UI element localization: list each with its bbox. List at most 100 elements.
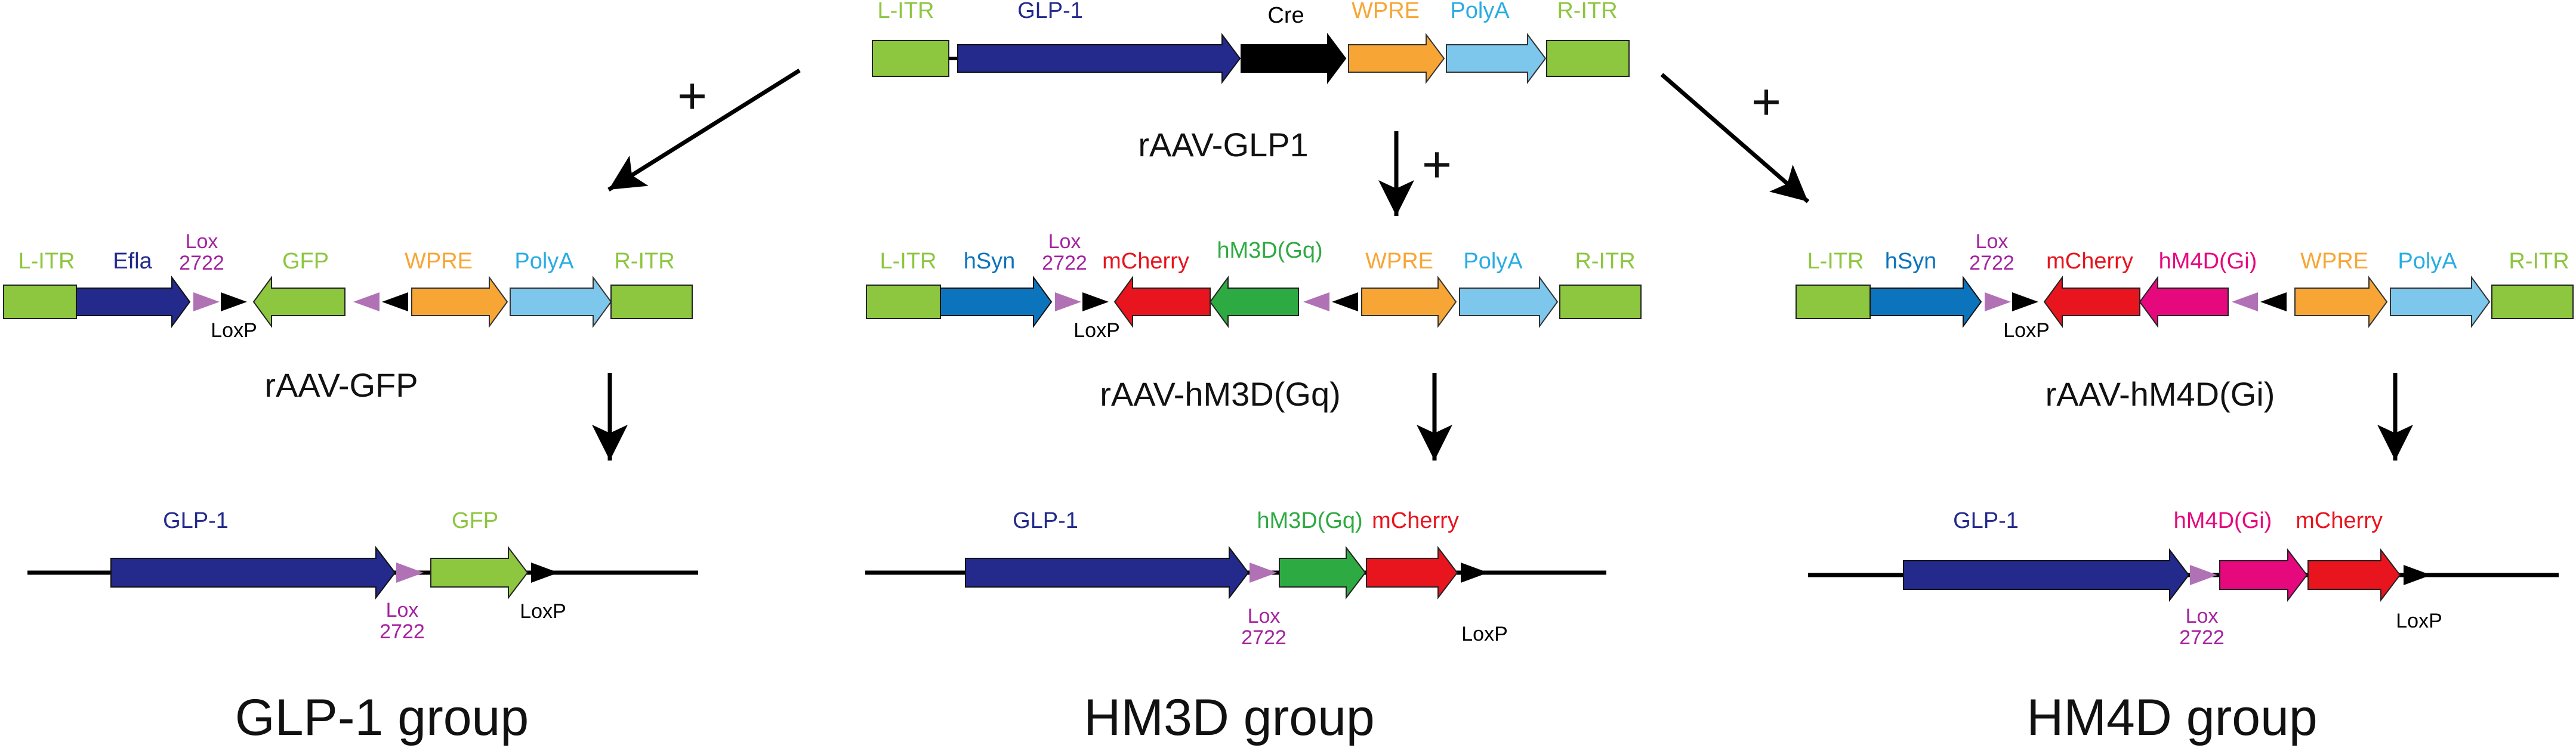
prod-gfp-glp1-label: GLP-1 bbox=[163, 508, 229, 533]
hm4d-lox-label-b: 2722 bbox=[1969, 252, 2014, 274]
product-glp1-gfp: GLP-1 GFP Lox 2722 LoxP bbox=[27, 508, 698, 643]
hm4d-hm4d-label: hM4D(Gi) bbox=[2159, 249, 2257, 274]
hm4d-hsyn-arrow bbox=[1869, 275, 1982, 329]
hm3d-lox2722-site-2 bbox=[1303, 292, 1329, 311]
hm3d-wpre-label: WPRE bbox=[1365, 249, 1433, 274]
gfp-wpre-arrow bbox=[411, 275, 508, 329]
prod-hm3d-loxp-site bbox=[1461, 563, 1488, 583]
prod-gfp-lox-label-b: 2722 bbox=[380, 620, 425, 643]
gfp-litr-box bbox=[3, 285, 77, 319]
hm4d-vector-name: rAAV-hM4D(Gi) bbox=[2046, 375, 2275, 413]
product-glp1-hm3d: GLP-1 hM3D(Gq) mCherry Lox 2722 LoxP bbox=[865, 508, 1606, 649]
prod-hm4d-mcherry-label: mCherry bbox=[2296, 508, 2383, 533]
hm4d-mcherry-label: mCherry bbox=[2046, 249, 2133, 274]
top-wpre-label: WPRE bbox=[1352, 0, 1420, 23]
group-title-hm3d: HM3D group bbox=[1084, 689, 1375, 746]
plus-middle: + bbox=[1422, 136, 1452, 193]
gfp-efla-label: Efla bbox=[113, 249, 152, 274]
hm4d-mcherry-arrow-inverted bbox=[2043, 275, 2140, 329]
prod-hm4d-lox-label-b: 2722 bbox=[2179, 626, 2225, 649]
top-cre-arrow bbox=[1241, 33, 1347, 84]
gfp-loxp-site-2 bbox=[382, 292, 408, 311]
hm3d-hm3d-label: hM3D(Gq) bbox=[1217, 238, 1322, 263]
prod-gfp-gfp-label: GFP bbox=[452, 508, 498, 533]
hm4d-loxp-label: LoxP bbox=[2003, 319, 2050, 342]
prod-gfp-lox2722-site bbox=[396, 563, 424, 583]
hm4d-polya-arrow bbox=[2390, 275, 2491, 329]
prod-hm3d-glp1-label: GLP-1 bbox=[1013, 508, 1078, 533]
top-wpre-arrow bbox=[1348, 33, 1445, 84]
plus-right: + bbox=[1751, 73, 1781, 131]
prod-gfp-loxp-site bbox=[531, 563, 559, 583]
hm4d-lox-label-a: Lox bbox=[1976, 230, 2009, 253]
prod-hm4d-loxp-site bbox=[2404, 565, 2431, 585]
gfp-loxp-label: LoxP bbox=[211, 319, 257, 342]
hm3d-litr-box bbox=[866, 285, 941, 319]
gfp-lox2722-site-1 bbox=[193, 292, 220, 311]
prod-hm3d-loxp-label: LoxP bbox=[1461, 623, 1508, 645]
prod-hm3d-lox2722-site bbox=[1250, 563, 1277, 583]
group-title-glp1: GLP-1 group bbox=[235, 689, 529, 746]
prod-gfp-lox-label-a: Lox bbox=[386, 599, 419, 622]
top-glp1-arrow bbox=[957, 33, 1241, 84]
prod-hm3d-hm3d-label: hM3D(Gq) bbox=[1257, 508, 1362, 533]
top-litr-box bbox=[872, 40, 949, 77]
group-title-hm4d: HM4D group bbox=[2026, 689, 2318, 746]
hm4d-litr-label: L-ITR bbox=[1807, 249, 1864, 274]
prod-hm3d-lox-label-a: Lox bbox=[1248, 605, 1281, 628]
hm4d-wpre-arrow bbox=[2294, 275, 2388, 329]
hm3d-hm3d-arrow-inverted bbox=[1209, 275, 1299, 329]
hm3d-mcherry-label: mCherry bbox=[1102, 249, 1189, 274]
prod-hm3d-hm3d-arrow bbox=[1279, 546, 1366, 600]
hm3d-vector-name: rAAV-hM3D(Gq) bbox=[1100, 375, 1340, 413]
hm3d-polya-arrow bbox=[1459, 275, 1559, 329]
hm4d-hm4d-arrow-inverted bbox=[2139, 275, 2229, 329]
top-ritr-label: R-ITR bbox=[1557, 0, 1617, 23]
top-glp1-label: GLP-1 bbox=[1017, 0, 1083, 23]
prod-hm4d-lox-label-a: Lox bbox=[2186, 605, 2219, 628]
hm4d-loxp-site-1 bbox=[2012, 292, 2038, 311]
prod-hm4d-hm4d-label: hM4D(Gi) bbox=[2174, 508, 2272, 533]
hm4d-ritr-label: R-ITR bbox=[2509, 249, 2569, 274]
gfp-wpre-label: WPRE bbox=[405, 249, 473, 274]
prod-hm4d-mcherry-arrow bbox=[2307, 548, 2401, 602]
hm4d-hsyn-label: hSyn bbox=[1885, 249, 1937, 274]
hm3d-loxp-site-2 bbox=[1332, 292, 1358, 311]
prod-hm4d-hm4d-arrow bbox=[2219, 548, 2308, 602]
gfp-efla-arrow bbox=[76, 275, 191, 329]
hm4d-ritr-box bbox=[2491, 285, 2574, 319]
hm3d-wpre-arrow bbox=[1361, 275, 1457, 329]
gfp-lox-label-b: 2722 bbox=[179, 252, 224, 274]
top-cre-label: Cre bbox=[1267, 3, 1304, 28]
hm4d-wpre-label: WPRE bbox=[2300, 249, 2368, 274]
hm3d-lox-label-a: Lox bbox=[1048, 230, 1081, 253]
hm4d-polya-label: PolyA bbox=[2398, 249, 2457, 274]
hm4d-lox2722-site-2 bbox=[2232, 292, 2258, 311]
arrow-to-hm4d-vector bbox=[1660, 73, 1810, 203]
hm3d-lox2722-site-1 bbox=[1055, 292, 1081, 311]
gfp-ritr-box bbox=[610, 285, 693, 319]
gfp-vector-name: rAAV-GFP bbox=[264, 366, 418, 404]
reaction-arrows: + + + bbox=[592, 67, 2413, 461]
hm3d-litr-label: L-ITR bbox=[880, 249, 937, 274]
arrow-to-gfp-vector bbox=[607, 69, 801, 191]
plus-left: + bbox=[677, 67, 707, 125]
top-polya-label: PolyA bbox=[1450, 0, 1510, 23]
prod-hm4d-glp1-label: GLP-1 bbox=[1953, 508, 2019, 533]
top-litr-label: L-ITR bbox=[878, 0, 934, 23]
prod-hm3d-mcherry-label: mCherry bbox=[1372, 508, 1459, 533]
gfp-gfp-arrow-inverted bbox=[252, 275, 345, 329]
gfp-polya-label: PolyA bbox=[514, 249, 574, 274]
prod-hm4d-glp1-arrow bbox=[1903, 548, 2190, 602]
top-ritr-box bbox=[1546, 40, 1630, 77]
prod-hm3d-mcherry-arrow bbox=[1366, 546, 1458, 600]
vector-raav-hm4d: L-ITR hSyn Lox 2722 mCherry hM4D(Gi) WPR… bbox=[1796, 230, 2574, 413]
hm3d-hsyn-arrow bbox=[940, 275, 1053, 329]
hm3d-loxp-site-1 bbox=[1082, 292, 1109, 311]
gfp-polya-arrow bbox=[510, 275, 612, 329]
prod-hm3d-lox-label-b: 2722 bbox=[1241, 626, 1287, 649]
vector-raav-glp1: L-ITR GLP-1 Cre WPRE PolyA R-ITR rAAV-GL… bbox=[872, 0, 1630, 163]
hm4d-lox2722-site-1 bbox=[1985, 292, 2011, 311]
prod-gfp-gfp-arrow bbox=[430, 546, 529, 600]
